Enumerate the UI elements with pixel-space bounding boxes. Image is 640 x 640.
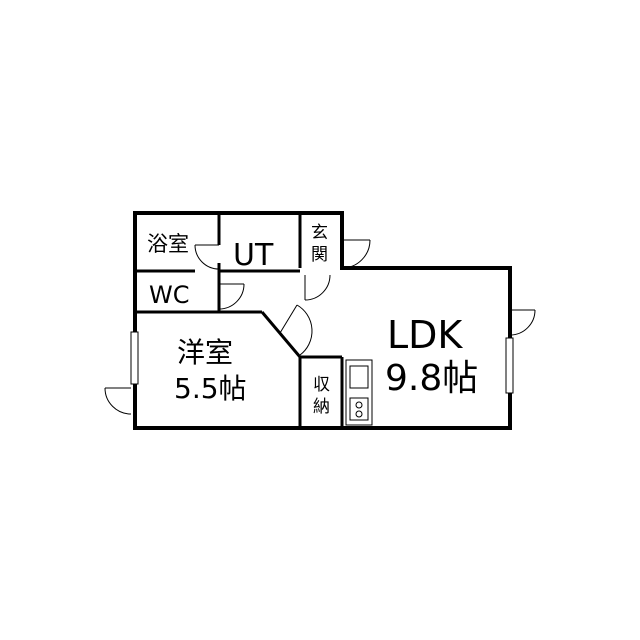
entrance-label-1: 玄 (311, 223, 328, 243)
storage-label-2: 納 (313, 397, 330, 417)
kitchen-counter (345, 359, 373, 426)
ut-label: UT (233, 238, 274, 273)
western-room-size: 5.5帖 (174, 372, 247, 405)
labels: 浴室 UT 玄 関 WC 洋室 5.5帖 収 納 LDK 9.8帖 (147, 223, 478, 417)
stove-icon (349, 397, 369, 421)
outer-walls (133, 211, 512, 430)
windows (130, 331, 514, 394)
interior-walls (135, 213, 344, 428)
storage-label-1: 収 (313, 375, 330, 395)
bath-label: 浴室 (147, 232, 189, 256)
doors (104, 239, 536, 415)
wc-label: WC (149, 281, 190, 309)
ldk-room-size: 9.8帖 (385, 358, 478, 399)
entrance-label-2: 関 (311, 245, 328, 265)
ldk-room-name: LDK (387, 313, 463, 357)
western-room-name: 洋室 (177, 336, 233, 369)
sink-icon (349, 365, 369, 389)
